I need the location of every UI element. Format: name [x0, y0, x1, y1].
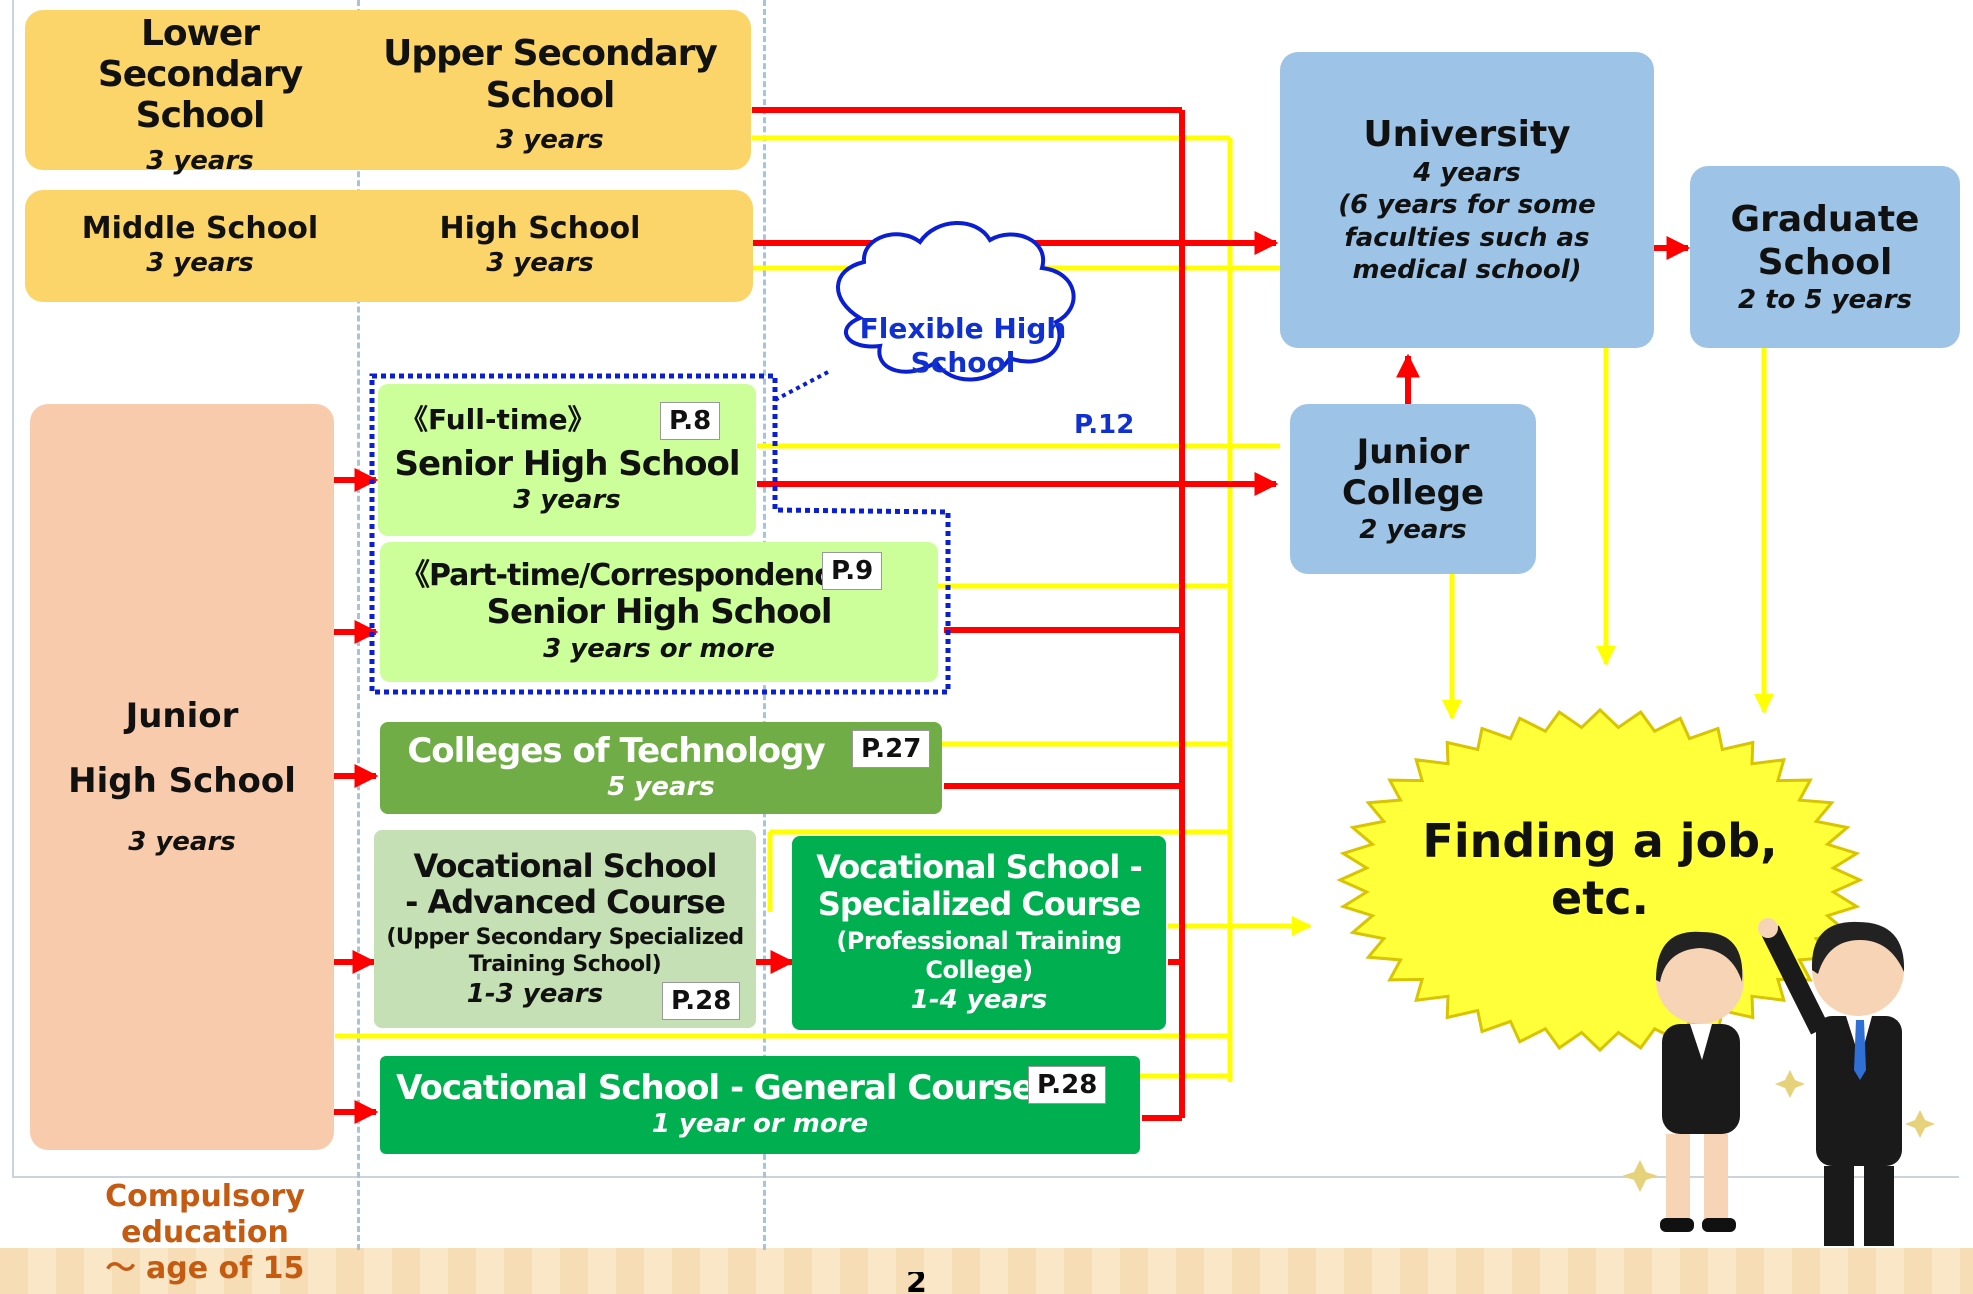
flexible-highschool-title: Flexible High School — [859, 312, 1067, 379]
upper-secondary-label: Upper Secondary School 3 years — [380, 30, 720, 160]
middle-school-title: Middle School — [81, 210, 319, 246]
finding-job-title: Finding a job, etc. — [1422, 813, 1778, 926]
parttime-mode-label: 《Part-time/Correspondence》 — [400, 557, 880, 593]
colleges-of-technology-years: 5 years — [607, 772, 715, 803]
middle-school-label: Middle School 3 years — [40, 200, 360, 290]
upper-secondary-years: 3 years — [496, 125, 604, 156]
parttime-page-ref: P.9 — [822, 552, 883, 590]
vocational-general-box: Vocational School - General Course 1 yea… — [380, 1056, 1140, 1154]
lower-secondary-years: 3 years — [146, 145, 254, 176]
high-school-title: High School — [439, 210, 641, 246]
finding-job-label: Finding a job, etc. — [1400, 810, 1800, 930]
junior-college-box: Junior College 2 years — [1290, 404, 1536, 574]
vocational-advanced-sub: (Upper Secondary Specialized Training Sc… — [386, 925, 744, 977]
colleges-of-technology-box: Colleges of Technology 5 years — [380, 722, 942, 814]
fulltime-years: 3 years — [513, 485, 621, 516]
business-people-illustration — [1622, 918, 1935, 1246]
vocational-general-page-ref: P.28 — [1028, 1066, 1107, 1104]
graduate-school-box: Graduate School 2 to 5 years — [1690, 166, 1960, 348]
parttime-senior-title: Senior High School — [486, 592, 832, 633]
lower-secondary-label: Lower Secondary School 3 years — [40, 13, 360, 176]
compulsory-education-label: Compulsory education ～ age of 15 — [80, 1172, 330, 1294]
vocational-advanced-page-ref: P.28 — [662, 982, 741, 1020]
graduate-school-title: Graduate School — [1730, 198, 1920, 283]
vocational-general-title: Vocational School - General Course — [396, 1068, 1035, 1109]
tech-page-ref: P.27 — [852, 730, 931, 768]
flexible-highschool-label: Flexible High School — [858, 306, 1068, 386]
red-education-path — [334, 107, 1691, 1124]
lower-secondary-title: Lower Secondary School — [97, 12, 303, 137]
junior-high-years: 3 years — [128, 826, 236, 857]
vocational-specialized-years: 1-4 years — [910, 985, 1048, 1016]
secondary-header-box — [25, 10, 751, 170]
compulsory-line1: Compulsory — [105, 1179, 305, 1214]
university-box: University 4 years (6 years for some fac… — [1280, 52, 1654, 348]
junior-high-title-line2: High School — [68, 760, 296, 801]
vocational-general-years: 1 year or more — [651, 1109, 869, 1140]
sparkle-icon — [1622, 1070, 1935, 1192]
high-school-label: High School 3 years — [380, 200, 700, 290]
diagram-frame — [12, 0, 1959, 1178]
businesswoman-icon — [1656, 931, 1744, 1232]
junior-college-title: Junior College — [1341, 431, 1485, 513]
junior-high-title-line1: Junior — [125, 695, 239, 736]
compulsory-line2: education — [121, 1215, 289, 1250]
fulltime-mode-label: 《Full-time》 — [400, 403, 596, 437]
high-school-years: 3 years — [486, 247, 594, 278]
university-note: (6 years for some faculties such as medi… — [1338, 190, 1596, 286]
businessman-icon — [1758, 918, 1905, 1246]
upper-secondary-title: Upper Secondary School — [383, 33, 718, 116]
colleges-of-technology-title: Colleges of Technology — [407, 731, 825, 772]
graduate-school-years: 2 to 5 years — [1737, 284, 1913, 315]
fulltime-page-ref: P.8 — [660, 402, 721, 440]
flexible-cloud — [836, 221, 1076, 382]
middle-school-years: 3 years — [146, 247, 254, 278]
fulltime-senior-title: Senior High School — [394, 444, 740, 484]
background-stripe — [0, 1248, 1973, 1294]
junior-college-years: 2 years — [1359, 514, 1467, 545]
vocational-advanced-years: 1-3 years — [466, 978, 604, 1009]
university-years: 4 years — [1413, 157, 1521, 188]
junior-high-box: Junior High School 3 years — [30, 404, 334, 1150]
middle-high-box — [25, 190, 753, 302]
flexible-page-ref: P.12 — [1074, 410, 1135, 440]
fulltime-senior-box: 《Full-time》 Senior High School 3 years — [378, 384, 756, 536]
page-number: 2 — [906, 1272, 927, 1294]
vocational-specialized-sub: (Professional Training College) — [836, 926, 1122, 984]
parttime-years: 3 years or more — [543, 633, 775, 664]
vocational-specialized-box: Vocational School - Specialized Course (… — [792, 836, 1166, 1030]
vocational-specialized-title: Vocational School - Specialized Course — [816, 848, 1142, 923]
university-title: University — [1363, 114, 1571, 156]
vocational-advanced-title: Vocational School - Advanced Course — [405, 846, 726, 922]
compulsory-line3: ～ age of 15 — [105, 1251, 305, 1286]
